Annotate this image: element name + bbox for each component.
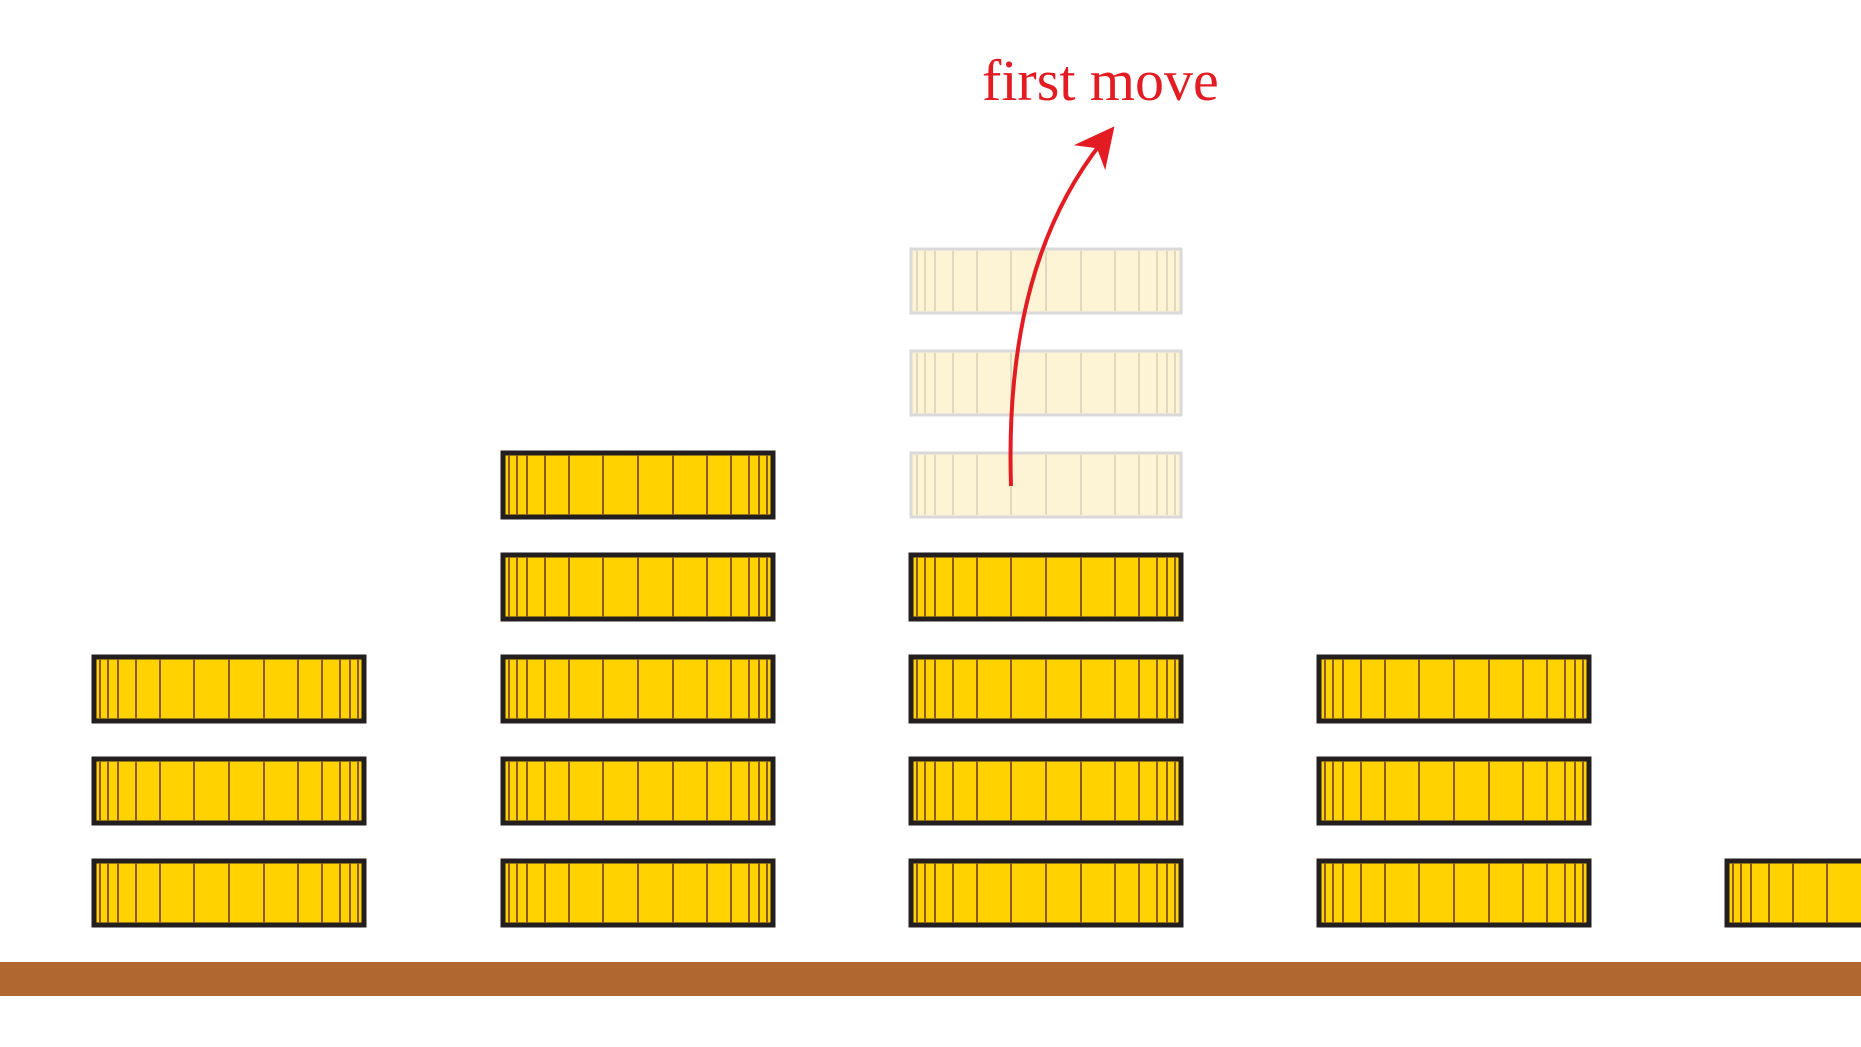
coin [1316,858,1592,928]
coin [1316,756,1592,826]
coin [500,450,776,520]
coin-stack-5 [1724,858,1861,928]
ghost-coin [909,451,1183,519]
coin [500,552,776,622]
coin [500,756,776,826]
coin-stack-1 [91,654,367,928]
first-move-label: first move [982,48,1219,113]
first-move-arrow [1008,126,1115,487]
coin [91,858,367,928]
coin-stack-4 [1316,654,1592,928]
coin [500,858,776,928]
coin [908,858,1184,928]
coin [500,654,776,724]
ghost-coin [909,349,1183,417]
coin [908,756,1184,826]
coin-stack-3 [908,247,1184,928]
coin [908,552,1184,622]
stacks-layer [91,247,1861,928]
ground-bar [0,962,1861,996]
coin-stack-2 [500,450,776,928]
coin [91,756,367,826]
coin [91,654,367,724]
coin [1316,654,1592,724]
coin [1724,858,1861,928]
ghost-coin [909,247,1183,315]
coin [908,654,1184,724]
